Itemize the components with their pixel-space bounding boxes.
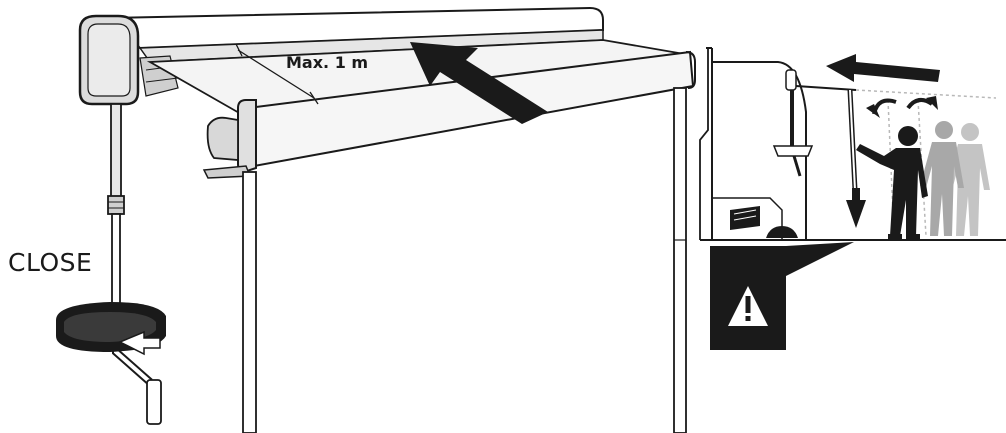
rotation-arrow-icon: [56, 302, 166, 354]
close-label: CLOSE: [8, 248, 92, 277]
swing-arrow-icon: [866, 96, 938, 118]
max-distance-label: Max. 1 m: [286, 53, 368, 72]
retract-direction-arrow-small-icon: [826, 54, 940, 82]
crank-handle: [108, 104, 161, 424]
warning-callout: [710, 242, 854, 350]
person-figure: [856, 126, 928, 239]
person-ghost-figures: [920, 121, 990, 236]
